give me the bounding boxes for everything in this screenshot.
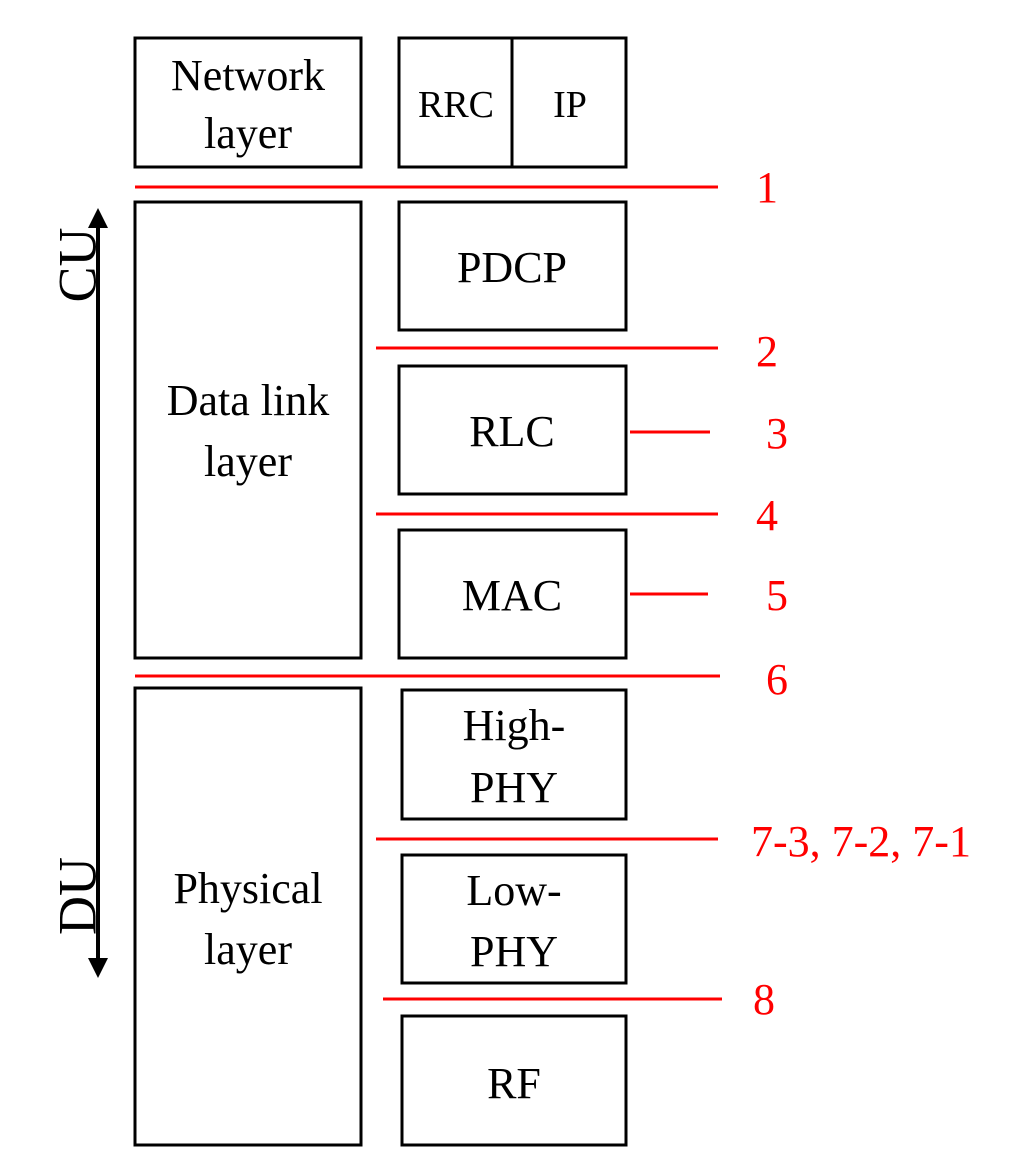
rlc-label: RLC bbox=[469, 407, 555, 456]
split-label-3: 3 bbox=[766, 409, 788, 458]
data-link-layer-label-line1: Data link bbox=[167, 376, 330, 425]
physical-layer-box: Physical layer bbox=[133, 686, 363, 1147]
pdcp-box: PDCP bbox=[397, 200, 628, 332]
split-label-1: 1 bbox=[756, 163, 778, 212]
rlc-box: RLC bbox=[397, 364, 628, 496]
high-phy-label-line1: High- bbox=[463, 701, 566, 750]
split-label-4: 4 bbox=[756, 491, 778, 540]
physical-layer-label-line2: layer bbox=[204, 925, 292, 974]
rf-box: RF bbox=[400, 1014, 628, 1147]
rf-label: RF bbox=[487, 1059, 541, 1108]
low-phy-label-line1: Low- bbox=[466, 866, 561, 915]
network-layer-box: Network layer bbox=[133, 36, 363, 169]
rrc-ip-box: RRC IP bbox=[397, 36, 628, 169]
split-label-5: 5 bbox=[766, 571, 788, 620]
split-label-8: 8 bbox=[753, 975, 775, 1024]
data-link-layer-box: Data link layer bbox=[133, 200, 363, 660]
low-phy-box: Low- PHY bbox=[400, 853, 628, 985]
split-label-7: 7-3, 7-2, 7-1 bbox=[751, 817, 971, 866]
low-phy-label-line2: PHY bbox=[470, 927, 558, 976]
mac-box: MAC bbox=[397, 528, 628, 660]
pdcp-label: PDCP bbox=[457, 243, 567, 292]
data-link-layer-label-line2: layer bbox=[204, 437, 292, 486]
split-label-2: 2 bbox=[756, 327, 778, 376]
network-layer-label-line1: Network bbox=[171, 51, 325, 100]
physical-layer-label-line1: Physical bbox=[173, 864, 322, 913]
high-phy-label-line2: PHY bbox=[470, 763, 558, 812]
network-layer-label-line2: layer bbox=[204, 109, 292, 158]
rrc-label: RRC bbox=[418, 84, 494, 126]
cu-label: CU bbox=[47, 227, 107, 302]
split-label-6: 6 bbox=[766, 655, 788, 704]
du-label: DU bbox=[47, 857, 107, 935]
mac-label: MAC bbox=[462, 571, 562, 620]
ip-label: IP bbox=[553, 84, 587, 126]
high-phy-box: High- PHY bbox=[400, 688, 628, 821]
